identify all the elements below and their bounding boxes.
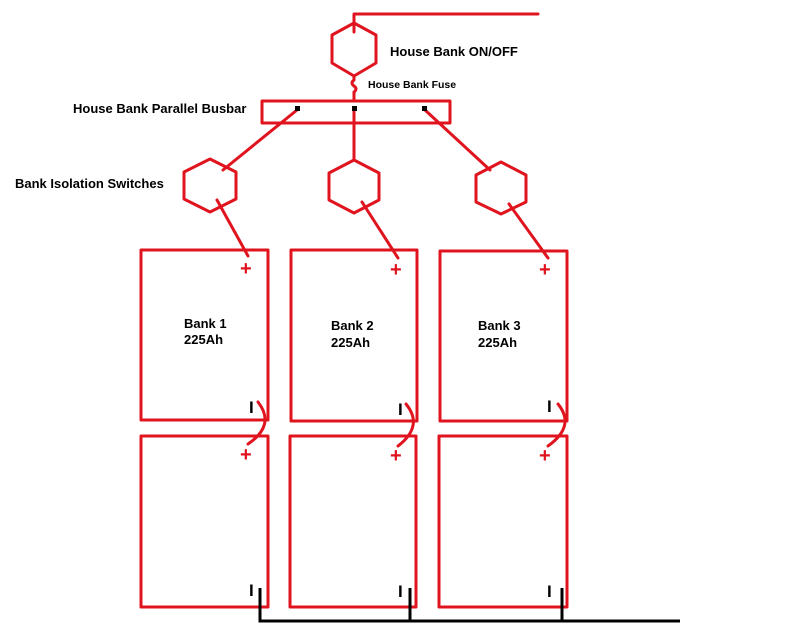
switch-to-bank-1-wire [215, 198, 250, 258]
feed-wire-bank-3 [423, 108, 492, 172]
isolation-switch-1 [182, 157, 238, 214]
bank-3-top-negative-terminal: I [547, 397, 552, 416]
bank-1-bottom-negative-terminal: I [249, 581, 254, 600]
isolation-switch-2 [327, 158, 381, 215]
series-link-bank-2 [396, 402, 415, 448]
series-link-bank-1 [246, 400, 267, 446]
bank-3-capacity: 225Ah [478, 335, 517, 350]
bank-2-name: Bank 2 [331, 318, 374, 333]
switch-to-bank-3-wire [507, 202, 550, 260]
bank-2-capacity: 225Ah [331, 335, 370, 350]
bank-1-capacity: 225Ah [184, 332, 223, 347]
main-feed-wire [352, 12, 540, 34]
bank-3-bottom-positive-terminal: + [539, 445, 551, 467]
bank-2-battery-bottom [288, 434, 418, 609]
busbar [260, 99, 452, 125]
bank-1-battery-top [139, 248, 270, 422]
isolation-switch-3 [474, 160, 528, 216]
bank-2-battery-top [289, 248, 419, 423]
busbar-terminal-3 [422, 106, 427, 111]
bank-3-top-positive-terminal: + [539, 259, 551, 281]
busbar-terminal-1 [295, 106, 300, 111]
bank-3-battery-bottom [437, 434, 569, 609]
isolation-switches-label: Bank Isolation Switches [15, 176, 164, 191]
fuse-symbol [350, 74, 358, 102]
bank-1-battery-bottom [139, 434, 270, 609]
ground-return-wire [258, 588, 680, 623]
feed-wire-bank-1 [221, 108, 299, 172]
bank-3-name: Bank 3 [478, 318, 521, 333]
series-link-bank-3 [546, 402, 567, 448]
bank-1-top-positive-terminal: + [240, 258, 252, 280]
bank-1-name: Bank 1 [184, 316, 227, 331]
bank-1-bottom-positive-terminal: + [240, 444, 252, 466]
bank-2-top-positive-terminal: + [390, 259, 402, 281]
busbar-label: House Bank Parallel Busbar [73, 101, 246, 116]
bank-2-bottom-negative-terminal: I [398, 582, 403, 601]
main-switch-label: House Bank ON/OFF [390, 44, 518, 59]
bank-1-top-negative-terminal: I [249, 398, 254, 417]
bank-3-bottom-negative-terminal: I [547, 582, 552, 601]
bank-2-top-negative-terminal: I [398, 400, 403, 419]
fuse-label: House Bank Fuse [368, 79, 456, 91]
bank-2-bottom-positive-terminal: + [390, 445, 402, 467]
busbar-terminal-2 [352, 106, 357, 111]
bank-3-battery-top [438, 249, 569, 423]
